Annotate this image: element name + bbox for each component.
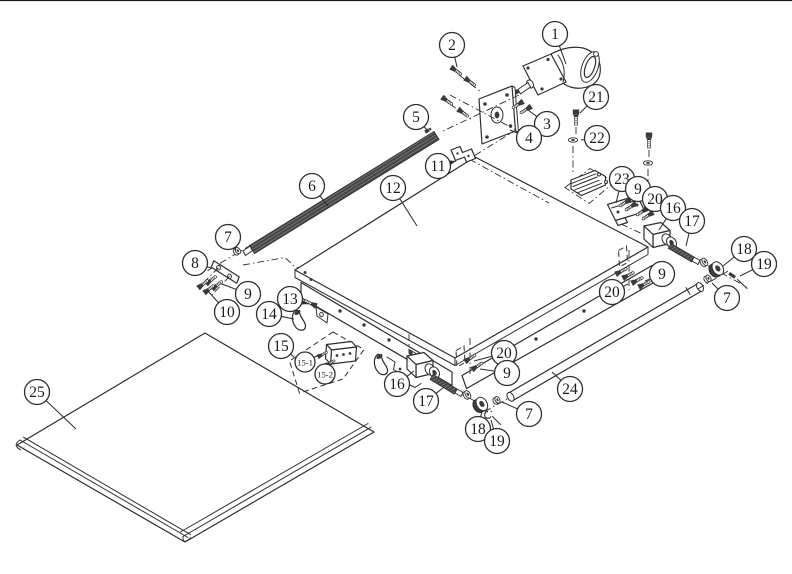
svg-text:25: 25 — [29, 384, 45, 401]
balloon-20: 20 — [473, 339, 518, 367]
balloon-7: 7 — [214, 223, 242, 251]
svg-text:10: 10 — [219, 304, 235, 321]
balloon-3: 3 — [527, 109, 561, 138]
roll-pin-19 — [728, 272, 736, 279]
svg-text:20: 20 — [604, 284, 620, 301]
adjusting-stud-17 — [429, 373, 458, 395]
callout-balloons: 12345678910111213141515-115-216171819209… — [23, 20, 778, 455]
svg-text:17: 17 — [418, 393, 434, 410]
tube-collar-7 — [491, 395, 502, 406]
svg-text:9: 9 — [658, 266, 666, 283]
rear-nut-block-assembly — [643, 221, 748, 290]
svg-text:4: 4 — [525, 130, 533, 147]
svg-text:2: 2 — [448, 37, 456, 54]
balloon-2: 2 — [438, 31, 466, 68]
svg-text:8: 8 — [191, 255, 199, 272]
rack-block-reference — [564, 167, 616, 205]
svg-text:1: 1 — [551, 26, 559, 43]
svg-text:3: 3 — [543, 116, 551, 133]
lock-handle-14 — [291, 309, 307, 331]
stop-bracket-11 — [450, 145, 477, 163]
svg-text:17: 17 — [684, 213, 700, 230]
extension-panel — [15, 332, 375, 543]
svg-text:13: 13 — [282, 291, 298, 308]
detail-view-15 — [288, 331, 365, 394]
balloon-13: 13 — [276, 285, 309, 313]
balloon-15-1: 15-1 — [294, 351, 320, 373]
balloon-17: 17 — [678, 207, 706, 247]
leadscrew-bracket-8 — [195, 257, 397, 304]
clamp-handle — [373, 353, 389, 376]
balloon-10: 10 — [206, 289, 241, 326]
balloon-18: 18 — [722, 235, 758, 267]
svg-text:18: 18 — [736, 241, 752, 258]
motor-mount-screws — [439, 64, 482, 121]
svg-text:15: 15 — [273, 338, 289, 355]
balloon-11: 11 — [424, 152, 457, 180]
svg-text:20: 20 — [496, 345, 512, 362]
balloon-9: 9 — [221, 280, 262, 308]
balloon-16: 16 — [658, 194, 687, 231]
svg-text:24: 24 — [562, 381, 578, 398]
balloon-21: 21 — [579, 83, 610, 114]
balloon-20: 20 — [598, 278, 629, 306]
svg-text:15-1: 15-1 — [297, 358, 313, 368]
svg-text:7: 7 — [723, 290, 731, 307]
svg-text:15-2: 15-2 — [317, 370, 333, 380]
svg-text:9: 9 — [244, 286, 252, 303]
svg-text:18: 18 — [470, 421, 486, 438]
balloon-9: 9 — [479, 359, 521, 387]
svg-text:7: 7 — [525, 406, 533, 423]
balloon-6: 6 — [298, 172, 329, 207]
svg-text:21: 21 — [588, 89, 604, 106]
adjusting-stud-17 — [667, 242, 695, 263]
svg-text:22: 22 — [589, 130, 605, 147]
balloon-12: 12 — [379, 174, 418, 227]
svg-text:5: 5 — [412, 109, 420, 126]
e-clip-19 — [484, 410, 492, 419]
balloon-24: 24 — [551, 371, 584, 403]
balloon-7: 7 — [711, 282, 741, 312]
svg-text:14: 14 — [261, 306, 277, 323]
balloon-16: 16 — [383, 370, 415, 398]
balloon-19: 19 — [739, 250, 778, 278]
balloon-1: 1 — [541, 20, 569, 65]
balloon-7: 7 — [501, 400, 543, 428]
balloon-22: 22 — [580, 124, 611, 152]
balloon-15: 15 — [267, 332, 295, 360]
svg-text:20: 20 — [647, 191, 663, 208]
balloon-15-2: 15-2 — [314, 362, 336, 385]
balloon-25: 25 — [23, 378, 77, 430]
balloon-17: 17 — [412, 387, 444, 415]
svg-text:19: 19 — [756, 256, 772, 273]
svg-text:9: 9 — [634, 181, 642, 198]
balloon-8: 8 — [181, 249, 212, 277]
balloon-5: 5 — [402, 103, 430, 131]
svg-text:19: 19 — [489, 433, 505, 450]
svg-text:7: 7 — [224, 229, 232, 246]
svg-text:6: 6 — [308, 178, 316, 195]
svg-text:11: 11 — [431, 158, 446, 175]
tube-collar-7 — [702, 273, 713, 285]
balloon-9: 9 — [644, 260, 676, 288]
motor-plate — [478, 85, 519, 145]
svg-text:16: 16 — [665, 200, 681, 217]
balloon-18: 18 — [464, 410, 492, 443]
svg-text:12: 12 — [385, 180, 401, 197]
balloon-14: 14 — [255, 300, 295, 328]
balloon-4: 4 — [509, 124, 543, 152]
svg-text:9: 9 — [503, 365, 511, 382]
balloon-19: 19 — [483, 419, 511, 455]
leadscrew-assembly — [206, 94, 520, 272]
svg-text:16: 16 — [389, 376, 405, 393]
